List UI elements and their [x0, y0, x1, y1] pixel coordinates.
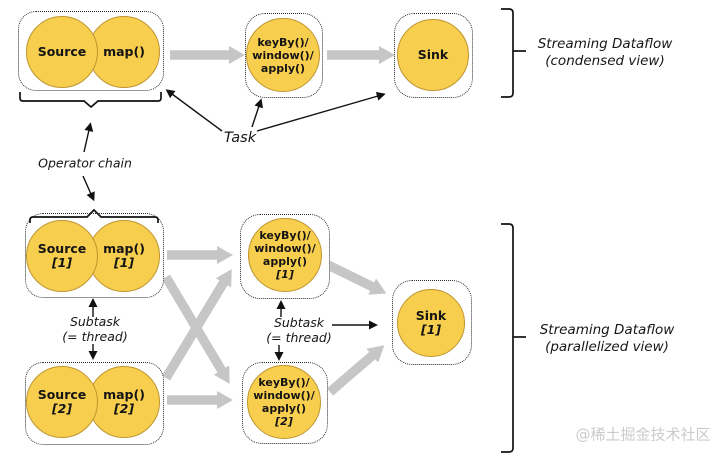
caption-condensed-view: Streaming Dataflow (condensed view) [538, 36, 673, 70]
node-label-line: apply() [260, 61, 306, 75]
subtask-mid-line2: (= thread) [266, 330, 332, 345]
node-index: [2] [51, 401, 73, 416]
node-index: [1] [276, 268, 294, 281]
node-label: Source [37, 44, 87, 59]
node-keyby-1: keyBy()/ window()/ apply() [1] [248, 218, 322, 292]
node-source-condensed: Source [26, 16, 98, 88]
node-label-line: apply() [262, 255, 308, 268]
node-map-2: map() [2] [88, 366, 160, 438]
node-sink-condensed: Sink [397, 19, 469, 91]
task-label: Task [223, 130, 257, 146]
node-keyby-2: keyBy()/ window()/ apply() [2] [247, 365, 321, 439]
node-label: Sink [415, 308, 447, 323]
flow-arrow-keyby1-to-sink1 [323, 259, 387, 295]
flow-arrow-keyby2-to-sink1 [326, 345, 385, 396]
operator-chain-label: Operator chain [38, 155, 132, 171]
node-sink-1: Sink [1] [397, 289, 465, 357]
node-index: [1] [51, 255, 73, 270]
node-label: Source [37, 387, 87, 402]
node-label-line: apply() [261, 402, 307, 415]
node-label-line: window()/ [253, 389, 315, 402]
caption-line1: Streaming Dataflow [539, 322, 675, 338]
node-map-1: map() [1] [88, 220, 160, 292]
node-label-line: window()/ [252, 48, 314, 62]
node-label-line: keyBy()/ [258, 376, 310, 389]
node-source-1: Source [1] [26, 220, 98, 292]
caption-line2: (condensed view) [545, 53, 665, 69]
node-label: map() [103, 44, 145, 59]
flow-arrow-source2-to-keyby1 [161, 269, 232, 381]
caption-parallelized-view: Streaming Dataflow (parallelized view) [540, 322, 675, 356]
subtask-left-line2: (= thread) [62, 329, 128, 344]
node-label: map() [103, 387, 145, 402]
node-label-line: window()/ [254, 242, 316, 255]
watermark: @稀土掘金技术社区 [575, 425, 711, 444]
subtask-mid-label: Subtask (= thread) [266, 315, 331, 345]
node-label: Source [37, 241, 87, 256]
node-source-2: Source [2] [26, 366, 98, 438]
node-label: Sink [417, 47, 449, 62]
node-map-condensed: map() [88, 16, 160, 88]
node-label: map() [103, 241, 145, 256]
node-label-line: keyBy()/ [259, 229, 311, 242]
caption-line1: Streaming Dataflow [537, 36, 673, 52]
caption-line2: (parallelized view) [545, 339, 669, 355]
node-keyby-condensed: keyBy()/ window()/ apply() [246, 18, 320, 92]
node-index: [1] [113, 255, 135, 270]
subtask-left-label: Subtask (= thread) [62, 314, 127, 344]
subtask-mid-line1: Subtask [273, 315, 325, 330]
node-index: [2] [113, 401, 135, 416]
node-index: [2] [275, 415, 293, 428]
node-label-line: keyBy()/ [257, 35, 309, 49]
subtask-left-line1: Subtask [69, 314, 121, 329]
node-index: [1] [420, 322, 442, 337]
